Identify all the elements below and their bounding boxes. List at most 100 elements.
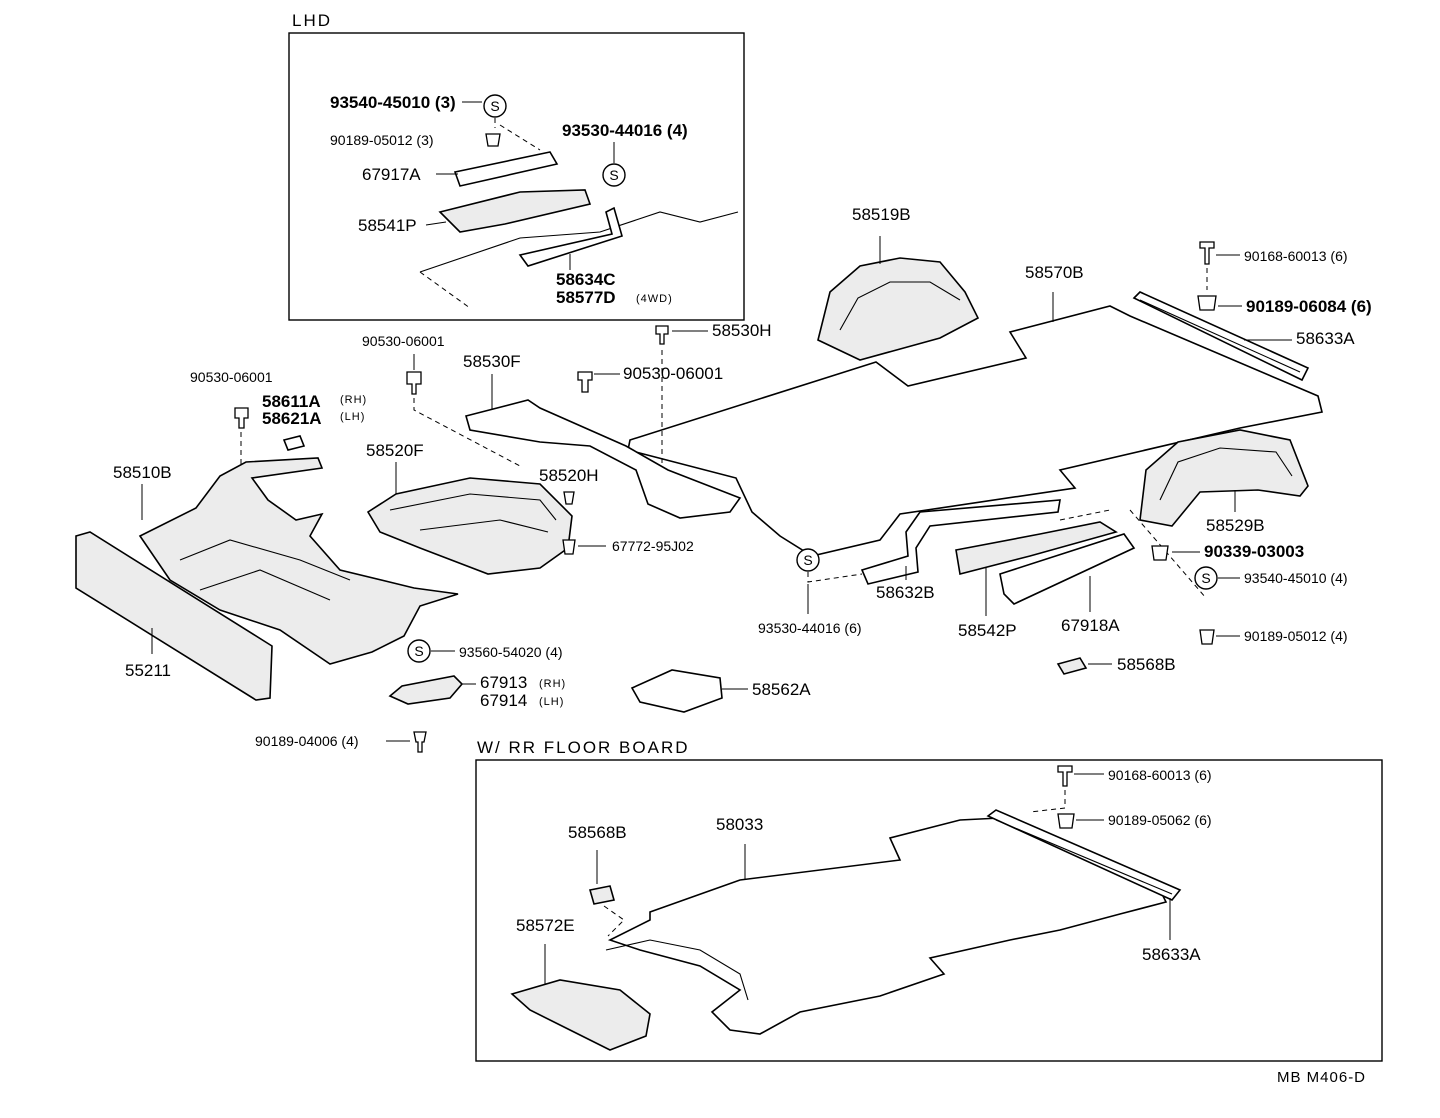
part-58611a: 58611A	[262, 392, 321, 411]
lhd-box-frame	[288, 32, 745, 321]
svg-text:S: S	[1201, 570, 1210, 586]
bolt-icon	[413, 731, 427, 753]
tray-detail	[389, 493, 557, 533]
part-67913: 67913	[480, 673, 527, 692]
fastener-dash	[807, 572, 863, 583]
leader-line	[425, 221, 447, 226]
part-58033: 58033	[716, 815, 763, 834]
note-rh: (RH)	[340, 394, 367, 406]
standard-mark-icon: S	[602, 163, 626, 187]
tray-58520f-shape	[366, 477, 573, 575]
part-93540-45010-lhd: 93540-45010 (3)	[330, 93, 456, 112]
part-67918a: 67918A	[1061, 616, 1120, 635]
part-58577d: 58577D	[556, 288, 616, 307]
part-90168-60013-main: 90168-60013 (6)	[1244, 248, 1348, 264]
part-90530-06001-c: 90530-06001	[190, 369, 273, 385]
part-58621a: 58621A	[262, 409, 322, 428]
silencer-58542p-shape	[955, 521, 1118, 575]
part-58562a: 58562A	[752, 680, 811, 699]
front-floor-mat-58510b-shape	[138, 457, 459, 665]
note-rh: (RH)	[539, 678, 566, 690]
fastener-dash	[1059, 509, 1207, 599]
part-93540-45010-main: 93540-45010 (4)	[1244, 570, 1348, 586]
part-58541p: 58541P	[358, 216, 417, 235]
standard-mark-icon: S	[483, 94, 507, 118]
fastener-dash	[1029, 790, 1066, 813]
bolt-icon	[1057, 765, 1073, 787]
part-58570b: 58570B	[1025, 263, 1084, 282]
fastener-dash	[413, 398, 521, 467]
part-90530-06001-b: 90530-06001	[623, 364, 723, 383]
part-58633a-rr: 58633A	[1142, 945, 1201, 964]
part-90189-04006: 90189-04006 (4)	[255, 733, 359, 749]
front-mat-contour	[179, 539, 351, 601]
scuff-plate-line	[995, 819, 1173, 895]
part-58632b: 58632B	[876, 583, 935, 602]
lhd-floor-edge	[419, 211, 739, 273]
plate-58562a-shape	[630, 669, 723, 713]
part-58568b-rr: 58568B	[568, 823, 627, 842]
part-90189-05062: 90189-05062 (6)	[1108, 812, 1212, 828]
lhd-floor-dash	[419, 271, 471, 309]
part-58530h: 58530H	[712, 321, 772, 340]
step-67913-shape	[388, 675, 464, 705]
silencer-58541p-shape	[438, 189, 592, 233]
clip-icon	[562, 539, 576, 555]
grommet-icon	[234, 407, 249, 429]
rr-floor-box: W/ RR FLOOR BOARD 58033 58572E 58568B 58…	[475, 738, 1383, 1062]
part-58568b-main: 58568B	[1117, 655, 1176, 674]
part-93560-54020: 93560-54020 (4)	[459, 644, 563, 660]
clip-icon	[1197, 295, 1217, 311]
wheelhouse-contour	[1159, 447, 1293, 501]
clip-icon	[563, 491, 575, 505]
panel-58530f-shape	[465, 399, 742, 519]
part-90530-06001-a: 90530-06001	[362, 333, 445, 349]
clip-icon	[1199, 629, 1215, 645]
bracket-58632b-shape	[860, 499, 1061, 585]
svg-text:S: S	[490, 98, 499, 114]
lhd-box-title: LHD	[292, 11, 332, 30]
fastener-dash	[494, 118, 541, 151]
svg-text:S: S	[609, 167, 618, 183]
clip-icon	[577, 371, 593, 393]
wheelhouse-cover-58519b-shape	[817, 257, 980, 361]
rr-floor-box-title: W/ RR FLOOR BOARD	[477, 738, 690, 757]
support-frame-line	[605, 939, 749, 1001]
part-67917a: 67917A	[362, 165, 421, 184]
board-55211-shape	[75, 531, 273, 701]
note-4wd: (4WD)	[636, 293, 673, 305]
bolt-icon	[1199, 241, 1215, 265]
clip-icon	[1057, 813, 1075, 829]
part-90189-05012-main: 90189-05012 (4)	[1244, 628, 1348, 644]
floor-board-58033-shape	[607, 817, 1168, 1035]
svg-text:S: S	[414, 643, 423, 659]
rear-floor-mat-58570b-shape	[627, 305, 1323, 557]
part-58542p: 58542P	[958, 621, 1017, 640]
part-90339-03003: 90339-03003	[1204, 542, 1304, 561]
pad-58568b-shape	[1056, 657, 1088, 675]
bracket-67918a-shape	[999, 533, 1136, 605]
part-58520h: 58520H	[539, 466, 599, 485]
bracket-58634c-shape	[518, 206, 623, 267]
svg-text:S: S	[803, 552, 812, 568]
pad-58568b-rr-shape	[588, 885, 616, 905]
part-58519b: 58519B	[852, 205, 911, 224]
standard-mark-icon: S	[796, 548, 820, 572]
part-58510b: 58510B	[113, 463, 172, 482]
scuff-plate-line	[1139, 299, 1301, 373]
part-58634c: 58634C	[556, 270, 616, 289]
note-lh: (LH)	[539, 696, 564, 708]
rr-floor-box-frame	[475, 759, 1383, 1062]
part-58633a-main: 58633A	[1296, 329, 1355, 348]
part-90189-06084: 90189-06084 (6)	[1246, 297, 1372, 316]
diagram-reference-code: MB M406-D	[1277, 1069, 1366, 1086]
part-67914: 67914	[480, 691, 527, 710]
part-90168-60013-rr: 90168-60013 (6)	[1108, 767, 1212, 783]
clip-icon	[1151, 545, 1169, 561]
main-assembly: 58519B 58570B 58529B 90168-60013 (6) 901…	[75, 205, 1372, 753]
part-58520f: 58520F	[366, 441, 424, 460]
pad-icon	[282, 435, 306, 451]
part-58572e: 58572E	[516, 916, 575, 935]
grommet-icon	[406, 371, 422, 395]
clip-icon	[485, 133, 501, 147]
